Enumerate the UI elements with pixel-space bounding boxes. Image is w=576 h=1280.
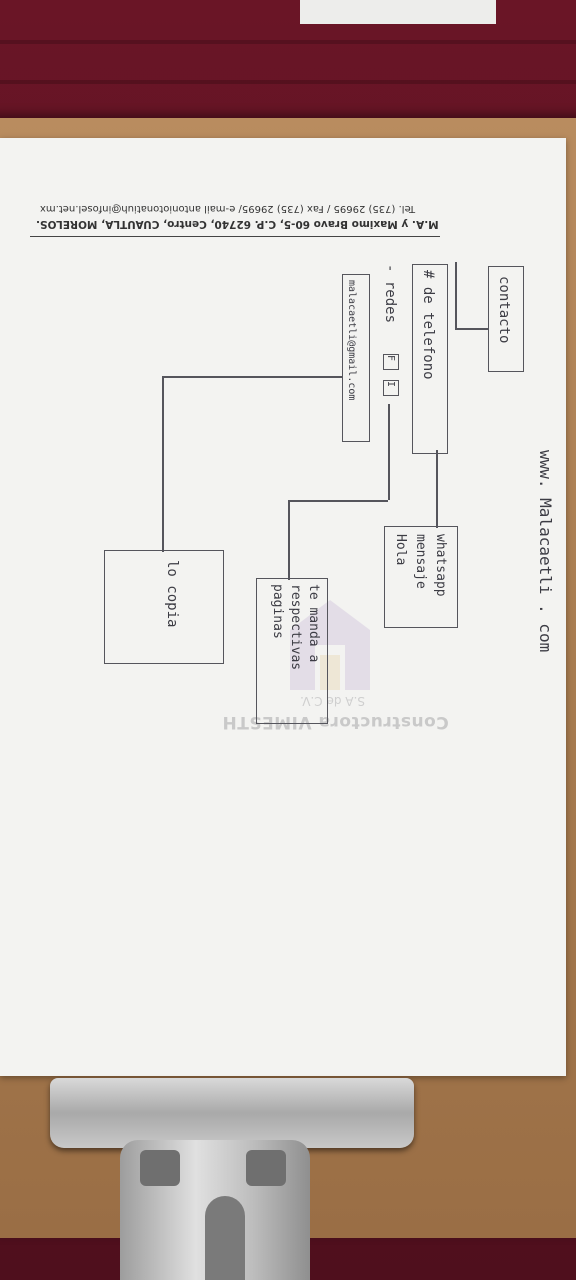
company-logo-icon	[290, 600, 370, 690]
letterhead-address: M.A. y Maximo Bravo 60-5, C.P. 62740, Ce…	[36, 218, 439, 230]
clipboard-clip	[50, 1078, 414, 1148]
redes-i-box	[383, 380, 399, 396]
connector	[288, 500, 290, 580]
connector	[288, 500, 388, 502]
label-whatsapp: whatsapp mensaje Hola	[393, 534, 448, 597]
label-redes: - redes	[382, 264, 398, 324]
letterhead-divider	[30, 236, 440, 237]
wall-stripe	[0, 80, 576, 84]
box-telefono	[412, 264, 448, 454]
box-lo-copia	[104, 550, 224, 664]
box-email	[342, 274, 370, 442]
clip-hinge	[205, 1196, 245, 1280]
box-contacto	[488, 266, 524, 372]
connector	[162, 376, 164, 552]
connector	[388, 404, 390, 500]
paper-sheet	[0, 138, 566, 1076]
letterhead-phone: Tel. (735) 29695 / Fax (735) 29695/ e-ma…	[40, 203, 416, 214]
label-telefono: # de telefono	[420, 270, 436, 380]
sketch-url: www. Malacaetli . com	[536, 450, 555, 653]
clip-slot	[246, 1150, 286, 1186]
connector	[455, 328, 489, 330]
box-whatsapp	[384, 526, 458, 628]
label-te-manda: te manda a respectivas paginas	[270, 584, 321, 671]
connector	[162, 376, 342, 378]
label-lo-copia: lo copia	[164, 560, 180, 628]
clip-slot	[140, 1150, 180, 1186]
label-email: malacaetli@gmail.com	[346, 280, 357, 401]
box-te-manda	[256, 578, 328, 724]
redes-f-label: F	[385, 355, 396, 362]
connector	[455, 262, 457, 330]
edge-paper	[300, 0, 496, 24]
redes-f-box	[383, 354, 399, 370]
redes-i-label: I	[385, 381, 396, 388]
label-contacto: contacto	[496, 276, 512, 344]
connector	[436, 450, 438, 528]
wall-stripe	[0, 40, 576, 44]
